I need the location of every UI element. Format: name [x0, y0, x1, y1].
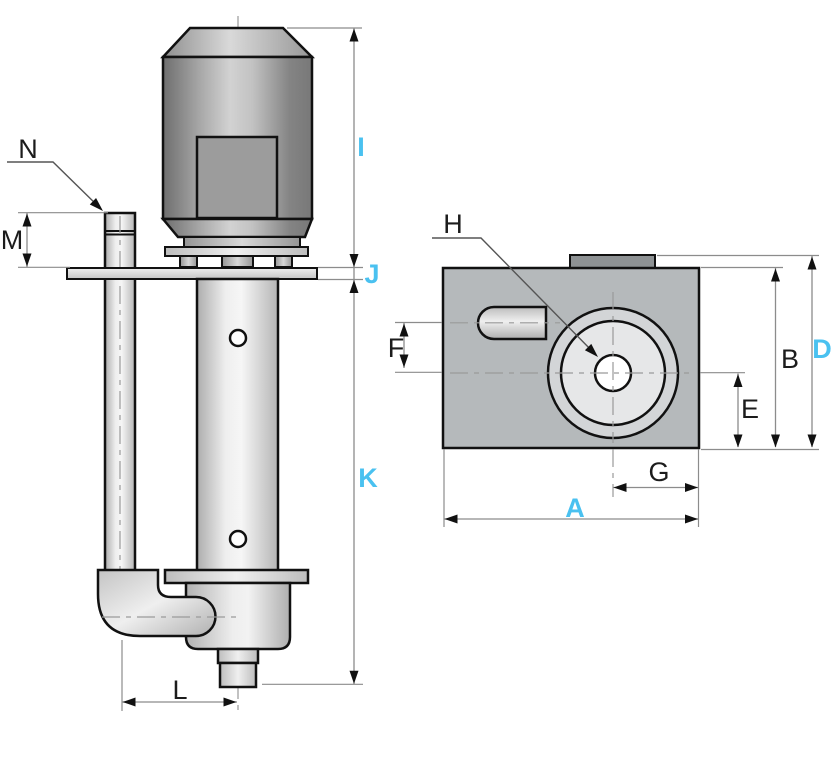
motor-neck	[183, 236, 301, 248]
motor-flange	[164, 246, 309, 257]
dim-label-G: G	[648, 457, 669, 487]
arrowhead	[613, 483, 627, 492]
arrowhead	[399, 323, 409, 337]
label-H-leader	[432, 237, 597, 356]
arrowhead	[223, 697, 237, 707]
dim-label-E: E	[741, 394, 759, 424]
motor-bolt	[274, 255, 293, 268]
arrowhead	[22, 253, 32, 267]
arrowhead	[807, 256, 817, 270]
dim-label-D: D	[812, 334, 832, 364]
arrowhead	[685, 514, 698, 524]
arrowhead	[349, 28, 359, 42]
leader-arrowhead	[89, 198, 103, 211]
housing-tab	[569, 254, 656, 269]
dim-label-K: K	[358, 463, 378, 493]
mounting-plate	[66, 267, 318, 280]
arrowhead	[733, 374, 743, 387]
arrowhead	[733, 434, 743, 448]
arrowhead	[685, 483, 698, 492]
casing-flange	[163, 568, 310, 585]
dim-label-B: B	[781, 344, 799, 374]
leader-arrowhead	[584, 343, 598, 357]
pump-casing	[184, 581, 292, 651]
pump-column	[195, 277, 280, 574]
arrowhead	[399, 354, 409, 368]
motor-bolt	[179, 255, 198, 268]
arrowhead	[807, 434, 817, 448]
column-hole-upper	[228, 328, 248, 348]
label-N-leader	[7, 161, 102, 210]
dim-label-J: J	[364, 259, 379, 289]
arrowhead	[771, 268, 780, 282]
dim-label-A: A	[565, 493, 585, 523]
arrowhead	[349, 280, 359, 293]
arrowhead	[771, 434, 780, 448]
motor-bolt	[221, 255, 254, 268]
side-view: N M I J K L	[1, 16, 380, 714]
terminal-box	[195, 135, 279, 220]
arrowhead	[349, 254, 359, 267]
top-view: H F B D E G A	[388, 209, 832, 527]
dim-label-H: H	[443, 209, 463, 239]
arrowhead	[444, 514, 458, 524]
dim-label-M: M	[1, 225, 24, 255]
dim-label-I: I	[357, 132, 365, 162]
arrowhead	[349, 670, 359, 684]
dim-label-N: N	[18, 134, 38, 164]
arrowhead	[122, 697, 136, 707]
outlet-reducer	[216, 647, 260, 665]
column-hole-lower	[228, 529, 248, 549]
motor-bottom-chamfer	[160, 217, 314, 239]
arrowhead	[22, 213, 32, 227]
outlet-nozzle	[218, 661, 258, 689]
dim-label-L: L	[172, 675, 187, 705]
dim-label-F: F	[388, 333, 405, 363]
